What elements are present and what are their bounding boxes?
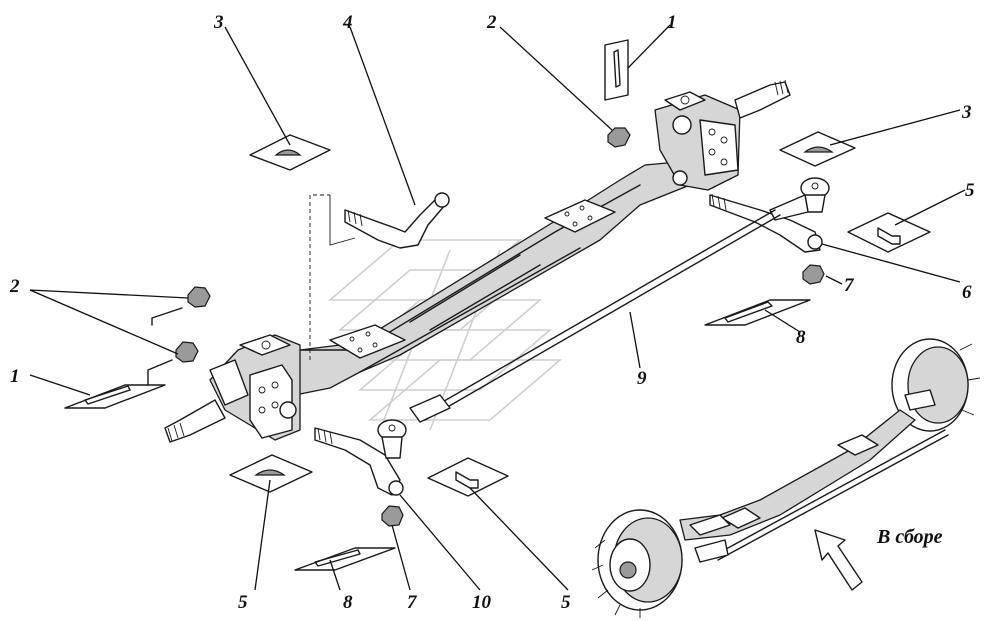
callout-1-left: 1 <box>10 366 20 387</box>
callout-2-top: 2 <box>486 12 497 33</box>
callout-5-bottom-left: 5 <box>238 592 248 613</box>
assembled-axle <box>591 338 981 618</box>
castle-nut-left-lower <box>175 341 199 363</box>
woodruff-key-plate-bottom <box>229 454 313 493</box>
cotter-pin-plate-bottom <box>294 547 396 571</box>
left-tie-rod-end <box>377 419 407 459</box>
tie-rod <box>409 209 781 423</box>
assembly-direction-arrow <box>814 529 863 591</box>
callout-5-right: 5 <box>965 180 975 201</box>
callout-6-right: 6 <box>962 282 972 303</box>
callout-2-left: 2 <box>9 276 20 297</box>
castle-nut-bottom <box>381 505 404 527</box>
right-steering-knuckle <box>654 79 791 191</box>
callout-1-top: 1 <box>667 12 677 33</box>
callout-7-bottom: 7 <box>407 592 418 613</box>
steering-arm <box>344 192 450 249</box>
callout-3-right: 3 <box>961 102 972 123</box>
cotter-pin-plate-top <box>604 39 629 101</box>
callout-3-top: 3 <box>213 12 224 33</box>
leader-lines <box>29 24 966 591</box>
castle-nut-right <box>802 264 825 285</box>
grease-fitting-plate-bottom <box>427 457 509 497</box>
callout-9-mid: 9 <box>637 368 647 389</box>
left-tie-rod-arm <box>314 427 404 496</box>
left-steering-knuckle <box>164 334 301 443</box>
callout-10-bottom: 10 <box>472 592 492 613</box>
right-tie-rod-end <box>769 177 830 221</box>
callout-7-right: 7 <box>844 275 855 296</box>
callout-5-bottom-mid: 5 <box>561 592 571 613</box>
cotter-pin-plate-right <box>704 299 811 326</box>
grease-fitting-plate-right <box>847 212 931 253</box>
assembly-arrows <box>147 194 356 386</box>
woodruff-key-plate-top <box>249 134 331 171</box>
assembled-caption: В сборе <box>876 526 943 548</box>
cotter-pin-plate-left <box>64 384 166 409</box>
callout-8-bottom: 8 <box>343 592 353 613</box>
callout-labels: 1 2 3 4 3 5 6 7 8 9 2 1 5 8 7 10 5 <box>9 12 975 613</box>
callout-4-top: 4 <box>342 12 353 33</box>
woodruff-key-plate-right <box>779 131 856 167</box>
castle-nut-top <box>607 127 631 148</box>
callout-8-right: 8 <box>796 327 806 348</box>
castle-nut-left-upper <box>187 286 211 308</box>
